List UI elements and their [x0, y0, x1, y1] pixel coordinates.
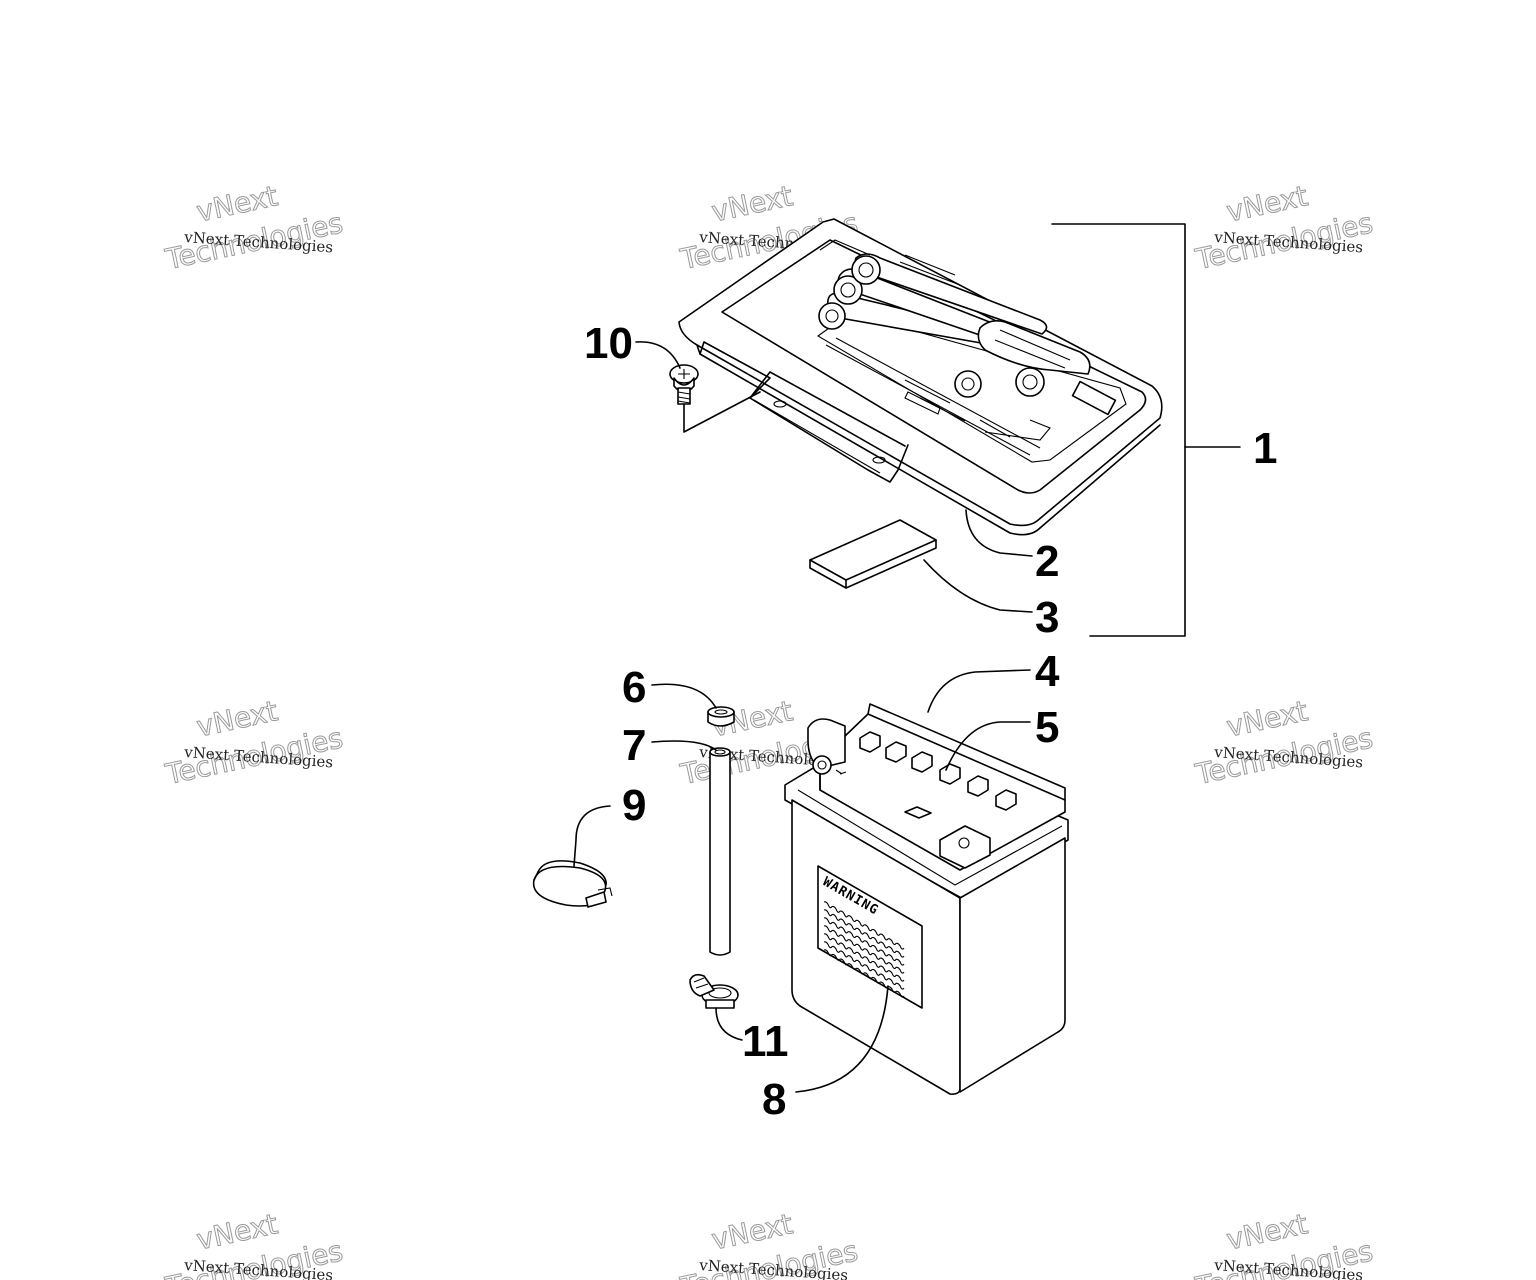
vent-tube — [709, 747, 731, 956]
hose-clamp — [689, 973, 739, 1009]
callout-8: 8 — [762, 1075, 786, 1124]
callout-5: 5 — [1035, 703, 1059, 752]
screw — [669, 364, 699, 405]
callout-6: 6 — [622, 663, 646, 712]
label-text-line — [823, 941, 905, 990]
callout-1: 1 — [1253, 424, 1277, 473]
callout-2: 2 — [1035, 537, 1059, 586]
label-text-line — [823, 925, 905, 974]
leader-lines — [573, 223, 1241, 1093]
label-text-line — [823, 901, 905, 950]
adhesive-pad — [809, 519, 937, 589]
warning-label-squiggles — [823, 901, 905, 998]
callout-4: 4 — [1035, 647, 1060, 696]
callout-9: 9 — [622, 781, 646, 830]
callout-10: 10 — [584, 319, 633, 368]
strap-ring — [532, 860, 613, 908]
vent-caps — [859, 731, 1017, 811]
elbow-fitting — [707, 706, 735, 727]
callout-7: 7 — [622, 721, 646, 770]
callout-3: 3 — [1035, 593, 1059, 642]
callout-11: 11 — [742, 1017, 789, 1066]
tool-tray — [678, 218, 1163, 536]
label-text-line — [823, 917, 905, 966]
label-text-line — [823, 909, 905, 958]
label-text-line — [823, 949, 905, 998]
battery: WARNING — [784, 703, 1069, 1095]
label-text-line — [823, 933, 905, 982]
callout-numbers: 1 2 3 4 5 6 7 8 9 10 11 — [584, 319, 1277, 1124]
